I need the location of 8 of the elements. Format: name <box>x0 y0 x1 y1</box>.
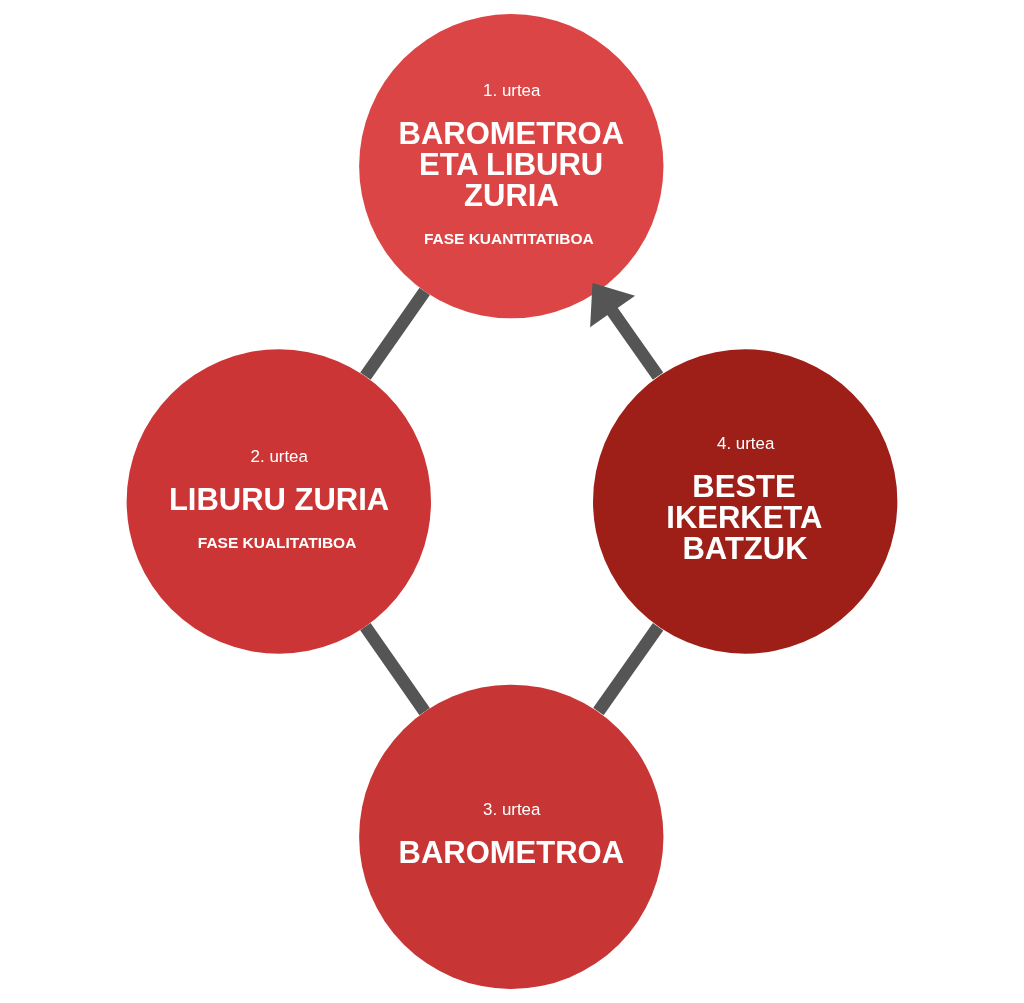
connector <box>360 287 430 380</box>
arrow <box>590 283 664 380</box>
connector <box>593 623 664 716</box>
node-circle: 3. urtea BAROMETROA <box>359 684 664 989</box>
node-circle: 1. urtea BAROMETROA ETA LIBURU ZURIA FASE KUANTITATIBOA <box>359 14 664 319</box>
node-circle: 2. urtea LIBURU ZURIA FASE KUALITATIBOA <box>126 349 431 654</box>
connector <box>360 623 430 716</box>
node-circle: 4. urtea BESTE IKERKETA BATZUK <box>593 349 898 654</box>
